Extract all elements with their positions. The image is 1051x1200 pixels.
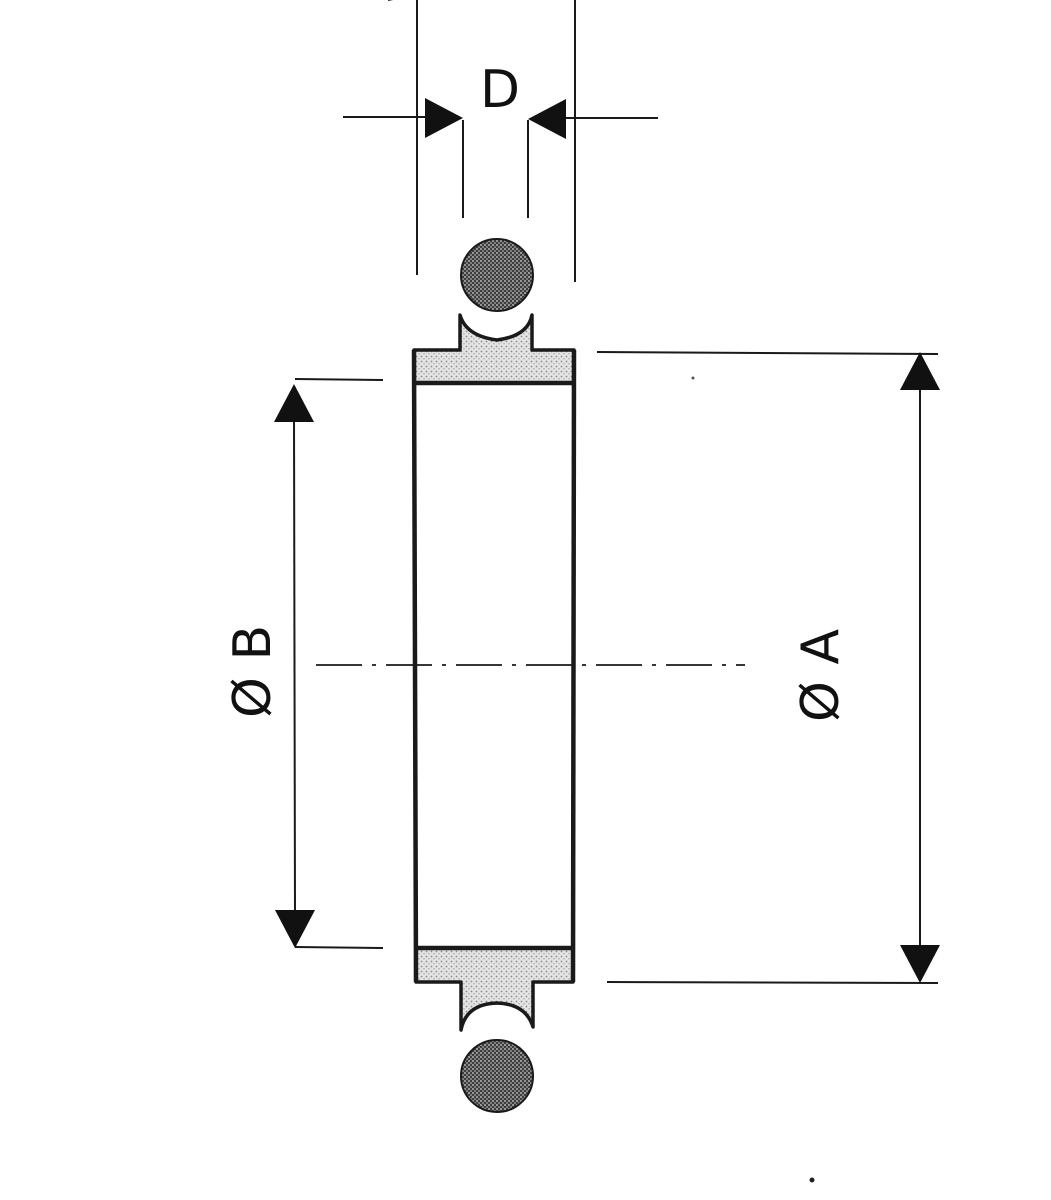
arrowhead-up-icon [274, 384, 314, 422]
arrowhead-down-icon [275, 910, 315, 948]
outer-diameter-label: Ø A [791, 629, 851, 722]
scan-speck [809, 1177, 815, 1183]
arrowhead-down-icon [900, 945, 940, 983]
thickness-label: D [480, 60, 520, 120]
inner-diameter-dimension [274, 378, 384, 949]
ring-body [411, 349, 577, 983]
arrowhead-right-icon [425, 98, 463, 138]
thickness-extension-lines [388, 0, 576, 282]
arrowhead-up-icon [900, 352, 940, 390]
oring-section-bottom [460, 1039, 534, 1113]
thickness-dimension-line [343, 98, 658, 139]
flange-top [412, 313, 576, 385]
oring-section-top [460, 238, 534, 312]
outer-diameter-dimension [596, 351, 940, 984]
arrowhead-left-icon [528, 99, 566, 139]
inner-diameter-label: Ø B [223, 625, 283, 718]
scan-speck [691, 376, 695, 380]
flange-bottom [414, 946, 575, 1032]
